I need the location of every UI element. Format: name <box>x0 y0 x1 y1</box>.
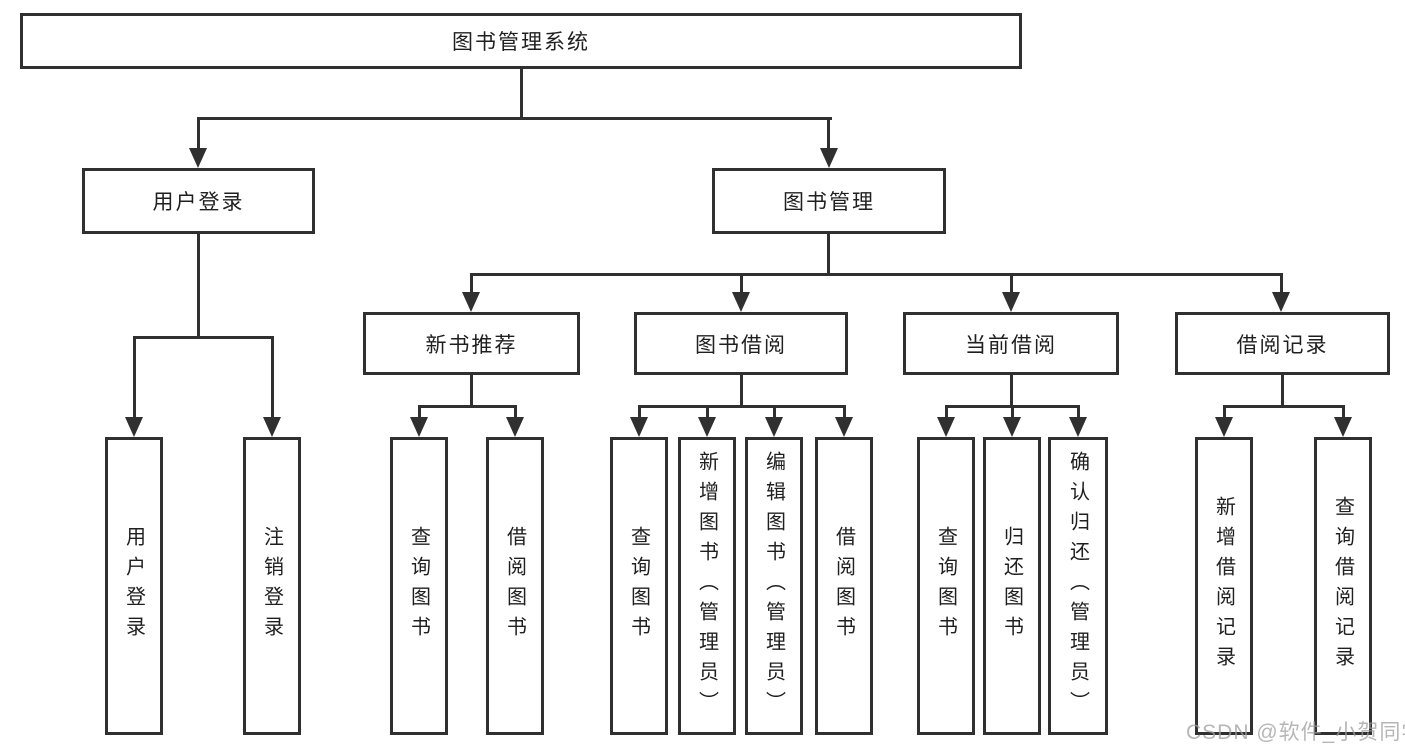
connector-line <box>945 408 948 420</box>
connector-line <box>1280 276 1283 296</box>
arrow-down-icon <box>506 417 524 437</box>
connector-line <box>197 234 200 339</box>
connector-line <box>271 339 274 421</box>
connector-line <box>197 117 832 120</box>
arrow-down-icon <box>462 292 480 312</box>
node-add-books-admin: 新增图书（管理员） <box>678 437 736 735</box>
arrow-down-icon <box>732 292 750 312</box>
connector-line <box>470 276 473 296</box>
arrow-down-icon <box>189 148 207 168</box>
arrow-down-icon <box>698 417 716 437</box>
connector-line <box>638 408 641 420</box>
node-return-books: 归还图书 <box>983 437 1041 735</box>
connector-line <box>1223 405 1345 408</box>
node-book-borrowing: 图书借阅 <box>634 312 848 375</box>
node-label: 新书推荐 <box>425 333 518 357</box>
arrow-down-icon <box>263 417 281 437</box>
node-label: 注销登录 <box>260 526 283 646</box>
connector-line <box>1077 408 1080 420</box>
node-label: 新增图书（管理员） <box>695 451 718 721</box>
connector-line <box>740 276 743 296</box>
node-label: 当前借阅 <box>965 333 1057 357</box>
arrow-down-icon <box>765 417 783 437</box>
node-label: 编辑图书（管理员） <box>762 451 785 721</box>
node-query-books-2: 查询图书 <box>610 437 668 735</box>
node-label: 新增借阅记录 <box>1212 496 1235 676</box>
node-book-management: 图书管理 <box>712 168 946 234</box>
arrow-down-icon <box>835 417 853 437</box>
arrow-down-icon <box>1334 417 1352 437</box>
connector-line <box>740 375 743 408</box>
connector-line <box>706 408 709 420</box>
connector-line <box>470 273 1283 276</box>
node-label: 借阅图书 <box>832 526 855 646</box>
arrow-down-icon <box>1003 417 1021 437</box>
connector-line <box>470 375 473 408</box>
node-label: 借阅记录 <box>1236 333 1329 357</box>
node-query-borrow-record: 查询借阅记录 <box>1314 437 1372 735</box>
node-add-borrow-record: 新增借阅记录 <box>1195 437 1253 735</box>
node-current-borrowing: 当前借阅 <box>903 312 1119 375</box>
node-borrowing-records: 借阅记录 <box>1175 312 1390 375</box>
node-borrow-books-1: 借阅图书 <box>486 437 544 735</box>
node-confirm-return-admin: 确认归还（管理员） <box>1048 437 1108 735</box>
connector-line <box>827 234 830 276</box>
node-label: 确认归还（管理员） <box>1066 451 1089 721</box>
connector-line <box>1281 375 1284 408</box>
connector-line <box>638 405 846 408</box>
node-query-books-3: 查询图书 <box>917 437 975 735</box>
connector-line <box>1011 408 1014 420</box>
node-library-management-system: 图书管理系统 <box>20 13 1022 69</box>
node-label: 查询借阅记录 <box>1331 496 1354 676</box>
connector-line <box>133 339 136 421</box>
node-borrow-books-2: 借阅图书 <box>815 437 873 735</box>
node-query-books-1: 查询图书 <box>390 437 448 735</box>
arrow-down-icon <box>410 417 428 437</box>
node-label: 图书借阅 <box>695 333 787 357</box>
connector-line <box>945 405 1080 408</box>
node-user-login: 用户登录 <box>82 168 315 234</box>
node-logout: 注销登录 <box>243 437 301 735</box>
connector-line <box>773 408 776 420</box>
connector-line <box>1342 408 1345 420</box>
connector-line <box>197 120 200 152</box>
connector-line <box>1010 375 1013 408</box>
csdn-watermark: CSDN @软件_小贺同学 <box>1186 721 1405 744</box>
node-user-login-leaf: 用户登录 <box>105 437 163 735</box>
connector-line <box>514 408 517 420</box>
arrow-down-icon <box>630 417 648 437</box>
connector-line <box>418 408 421 420</box>
arrow-down-icon <box>1002 292 1020 312</box>
node-label: 用户登录 <box>152 191 245 214</box>
connector-line <box>843 408 846 420</box>
connector-line <box>520 68 523 120</box>
node-label: 图书管理 <box>783 191 875 214</box>
node-label: 查询图书 <box>934 526 957 646</box>
connector-line <box>133 336 274 339</box>
connector-line <box>1010 276 1013 296</box>
node-edit-books-admin: 编辑图书（管理员） <box>745 437 803 735</box>
node-label: 归还图书 <box>1000 526 1023 646</box>
arrow-down-icon <box>1069 417 1087 437</box>
arrow-down-icon <box>820 148 838 168</box>
arrow-down-icon <box>1215 417 1233 437</box>
node-label: 图书管理系统 <box>452 31 590 54</box>
connector-line <box>1223 408 1226 420</box>
arrow-down-icon <box>125 417 143 437</box>
connector-line <box>418 405 517 408</box>
node-new-book-recommendation: 新书推荐 <box>363 312 580 375</box>
arrow-down-icon <box>937 417 955 437</box>
connector-line <box>827 120 830 152</box>
arrow-down-icon <box>1272 292 1290 312</box>
node-label: 借阅图书 <box>503 526 526 646</box>
node-label: 查询图书 <box>407 526 430 646</box>
node-label: 查询图书 <box>627 526 650 646</box>
node-label: 用户登录 <box>122 526 145 646</box>
